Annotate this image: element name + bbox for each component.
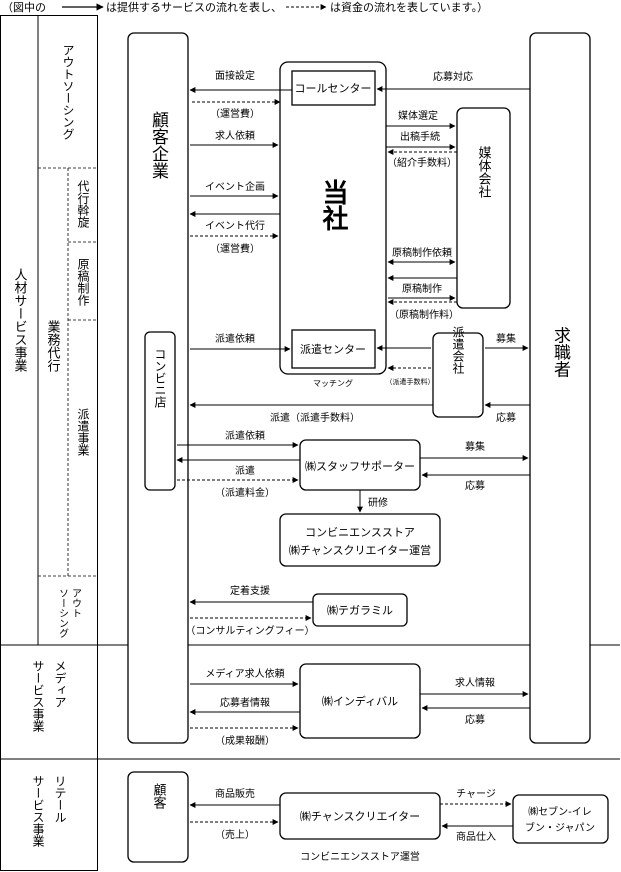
kokyaku2-label: 顧客 [151, 783, 167, 810]
flow-haken-back: 派遣（派遣手数料） [270, 411, 360, 424]
kyushoku-box [529, 32, 591, 744]
flow-oubo2: 応募 [465, 479, 485, 492]
seven-box [512, 794, 609, 844]
flow-shukko: 出稿手続 [400, 130, 440, 143]
label-haken: 派遣事業 [76, 408, 90, 456]
flow-kenshu: 研修 [368, 496, 388, 509]
callcenter-box [291, 70, 376, 106]
chance-box [279, 792, 441, 840]
haken-center-box [291, 329, 376, 369]
flow-shohin-hanbai: 商品販売 [215, 787, 255, 800]
flow-uriage: （売上） [215, 828, 255, 841]
tosha-label: 当社 [318, 179, 348, 231]
flow-baitai-sentei: 媒体選定 [398, 109, 438, 122]
legend-money-text: は資金の流れを表しています。） [330, 0, 488, 14]
label-daiko: 代行斡旋 [76, 180, 90, 229]
indival-box [299, 663, 421, 739]
flow-haken2: 派遣 [235, 464, 255, 477]
flow-kyujin-irai: 求人依頼 [215, 129, 255, 142]
tegaramiru-label: ㈱テガラミル [327, 604, 393, 617]
baitai-box [456, 107, 511, 309]
label-outsourcing: アウトソーシング [61, 44, 75, 140]
tosha-box [279, 61, 387, 375]
flow-genko-seisaku: 原稿制作 [402, 282, 442, 295]
flow-genko-fee: （原稿制作料） [389, 308, 459, 321]
chance-note: コンビニエンスストア運営 [300, 850, 420, 863]
flow-unei2: （運営費） [210, 242, 260, 255]
flow-oubo-taiou: 応募対応 [433, 70, 473, 83]
flow-boshu2: 募集 [465, 440, 485, 453]
flow-haken-irai: 派遣依頼 [215, 332, 255, 345]
flow-shohin-shiire: 商品仕入 [456, 830, 496, 843]
label-out-a: アウト [70, 588, 81, 618]
flow-event-daiko: イベント代行 [205, 219, 265, 232]
flow-genko-irai: 原稿制作依頼 [392, 246, 452, 259]
label-jinzai: 人材サービス事業 [12, 268, 28, 372]
kokyaku-label: 顧客企業 [148, 111, 169, 179]
conv-store-box [279, 513, 441, 567]
haken-center-label: 派遣センター [300, 342, 366, 356]
seven-label-a: ㈱セブン‐イレ [528, 805, 592, 818]
chance-label: ㈱チャンスクリエイター [300, 810, 420, 823]
conv-store-label-b: ㈱チャンスクリエイター運営 [289, 543, 431, 557]
flow-oubo3: 応募 [465, 713, 485, 726]
kokyaku2-box [127, 771, 189, 863]
label-gyomu: 業務代行 [45, 319, 61, 373]
flow-kyujin-info: 求人情報 [455, 676, 495, 689]
legend-service-text: は提供するサービスの流れを表し、 [106, 0, 282, 14]
baitai-label: 媒体会社 [476, 146, 492, 198]
label-media-b: サービス事業 [31, 660, 45, 732]
matching-label: マッチング [313, 378, 353, 388]
flow-haken-fee-small: （派遣手数料） [386, 377, 435, 386]
label-out-b: ソーシング [57, 588, 69, 638]
flow-teichaku: 定着支援 [230, 584, 270, 597]
flow-oubo-info: 応募者情報 [220, 696, 270, 709]
callcenter-label: コールセンター [295, 82, 372, 95]
category-column [0, 15, 620, 871]
flow-seika: （成果報酬） [215, 735, 275, 747]
flow-haken-ryokin: （派遣料金） [215, 486, 275, 499]
flow-unei1: （運営費） [210, 107, 260, 120]
flow-mensetsu: 面接設定 [215, 69, 255, 82]
haken-kaisha-box [432, 332, 484, 418]
flow-media-irai: メディア求人依頼 [205, 667, 284, 680]
seven-label-b: ブン・ジャパン [525, 821, 595, 834]
flow-event-kikaku: イベント企画 [205, 180, 265, 193]
flow-haken-irai2: 派遣依頼 [225, 429, 265, 442]
label-retail-a: リテール [53, 775, 67, 823]
conv-store-label-a: コンビニエンスストア [305, 526, 415, 539]
indival-label: ㈱インディバル [322, 694, 398, 708]
flow-consult: （コンサルティングフィー） [185, 624, 314, 637]
flow-shokai: （紹介手数料） [387, 156, 457, 169]
legend-open: （図中の [2, 1, 46, 14]
flow-oubo1: 応募 [496, 411, 516, 424]
flow-boshu1: 募集 [496, 332, 516, 345]
flow-charge: チャージ [456, 788, 496, 800]
haken-kaisha-label: 派遣会社 [451, 326, 465, 374]
label-retail-b: サービス事業 [31, 775, 45, 847]
conveni-box [144, 331, 176, 491]
tegaramiru-box [312, 593, 408, 627]
legend: （図中の は提供するサービスの流れを表し、 は資金の流れを表しています。） [2, 0, 488, 14]
conveni-label: コンビニ店 [153, 348, 167, 408]
label-media-a: メディア [53, 660, 67, 708]
staff-label: ㈱スタッフサポーター [305, 460, 415, 473]
kyushoku-label: 求職者 [550, 326, 571, 377]
label-genko: 原稿制作 [76, 258, 90, 306]
